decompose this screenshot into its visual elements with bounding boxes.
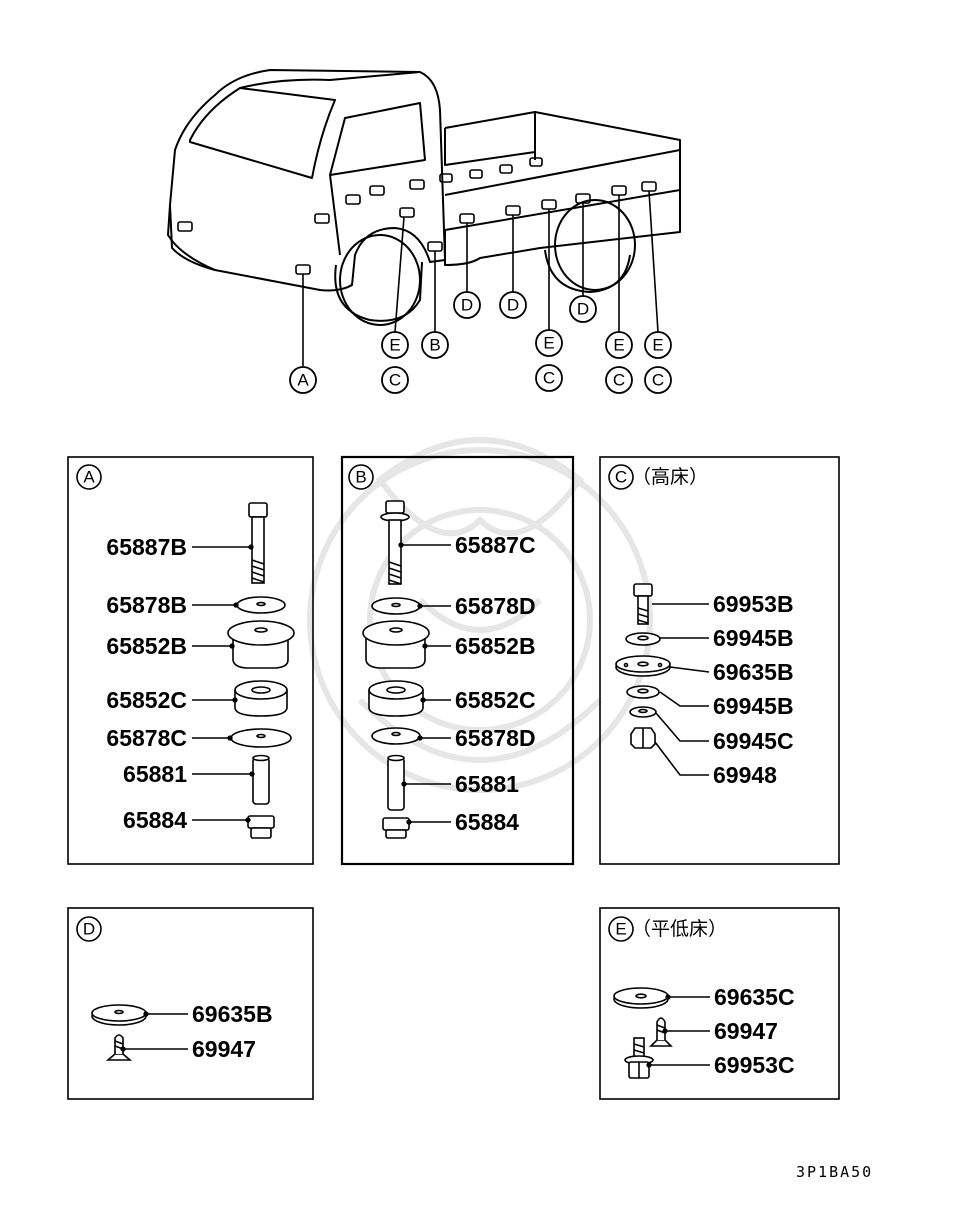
washer-icon <box>625 632 661 646</box>
truck-illustration <box>167 69 681 366</box>
part-number: 65884 <box>455 809 519 835</box>
washer-icon <box>230 728 292 748</box>
part-number: 65881 <box>123 761 187 787</box>
callout-e-label: E <box>543 334 554 353</box>
bushing-icon <box>227 620 295 669</box>
panel-e-title: （平低床） <box>632 918 727 940</box>
nut-icon <box>630 727 656 749</box>
bushing-icon <box>362 620 430 669</box>
part-number: 69953C <box>714 1052 795 1078</box>
nut-icon <box>382 817 410 839</box>
part-number: 69947 <box>714 1018 778 1044</box>
callout-e-label: E <box>389 336 400 355</box>
truck-callouts <box>289 291 672 394</box>
washer-icon <box>626 685 660 699</box>
washer-icon <box>371 597 421 615</box>
bushing-icon <box>368 680 424 717</box>
part-number: 65852C <box>106 687 187 713</box>
part-number: 69947 <box>192 1036 256 1062</box>
part-number: 65878D <box>455 593 536 619</box>
panel-e-letter: E <box>615 920 626 939</box>
panel-d-letter: D <box>83 920 95 939</box>
part-number: 65878D <box>455 725 536 751</box>
panel-a-letter: A <box>83 468 95 487</box>
part-number: 65852B <box>455 633 536 659</box>
flange-bolt-icon <box>380 500 410 585</box>
plate-washer-icon <box>613 987 669 1009</box>
bushing-icon <box>234 680 288 717</box>
washer-icon <box>236 596 286 614</box>
part-number: 69945B <box>713 693 794 719</box>
plate-washer-icon <box>91 1004 147 1026</box>
callout-e-label: E <box>652 336 663 355</box>
panel-b: B <box>340 455 575 866</box>
part-number: 65852B <box>106 633 187 659</box>
part-number: 65881 <box>455 771 519 797</box>
callout-d-label: D <box>507 296 519 315</box>
flange-bolt-icon <box>624 1037 654 1079</box>
screw-icon <box>649 1017 673 1047</box>
panel-b-letter: B <box>355 468 366 487</box>
callout-c-label: C <box>652 371 664 390</box>
bolt-icon <box>633 583 653 625</box>
callout-e-label: E <box>613 336 624 355</box>
mount-pads <box>177 157 657 275</box>
part-number: 69945C <box>713 728 794 754</box>
part-number: 69635C <box>714 984 795 1010</box>
part-number: 69953B <box>713 591 794 617</box>
callout-a-label: A <box>297 371 309 390</box>
part-number: 65887B <box>106 534 187 560</box>
callout-d-label: D <box>577 300 589 319</box>
plate-washer-icon <box>615 655 671 677</box>
panel-c-letter: C <box>615 468 627 487</box>
panel-d: D 69635B 69947 <box>67 907 314 1100</box>
washer-icon <box>371 727 421 745</box>
lock-washer-icon <box>629 706 657 718</box>
collar-icon <box>387 754 405 811</box>
part-number: 69635B <box>713 659 794 685</box>
part-number: 69635B <box>192 1001 273 1027</box>
part-number: 65878B <box>106 592 187 618</box>
callout-c-label: C <box>613 371 625 390</box>
nut-icon <box>247 815 275 839</box>
part-number: 65884 <box>123 807 187 833</box>
panel-e: E （平低床） <box>599 907 840 1100</box>
collar-icon <box>252 754 270 805</box>
part-number: 69948 <box>713 762 777 788</box>
part-number: 69945B <box>713 625 794 651</box>
panel-c-title: （高床） <box>632 466 708 488</box>
diagram-code: 3P1BA50 <box>796 1163 874 1181</box>
panel-c: C （高床） <box>599 456 840 865</box>
truck-leader-lines <box>302 190 659 366</box>
part-number: 65887C <box>455 532 536 558</box>
callout-b-label: B <box>429 336 440 355</box>
callout-c-label: C <box>543 369 555 388</box>
callout-d-label: D <box>461 296 473 315</box>
screw-icon <box>105 1034 133 1061</box>
panel-a: A <box>67 456 314 865</box>
watermark-emblem <box>307 437 653 793</box>
bolt-icon <box>248 502 268 584</box>
part-number: 65852C <box>455 687 536 713</box>
callout-c-label: C <box>389 371 401 390</box>
part-number: 65878C <box>106 725 187 751</box>
